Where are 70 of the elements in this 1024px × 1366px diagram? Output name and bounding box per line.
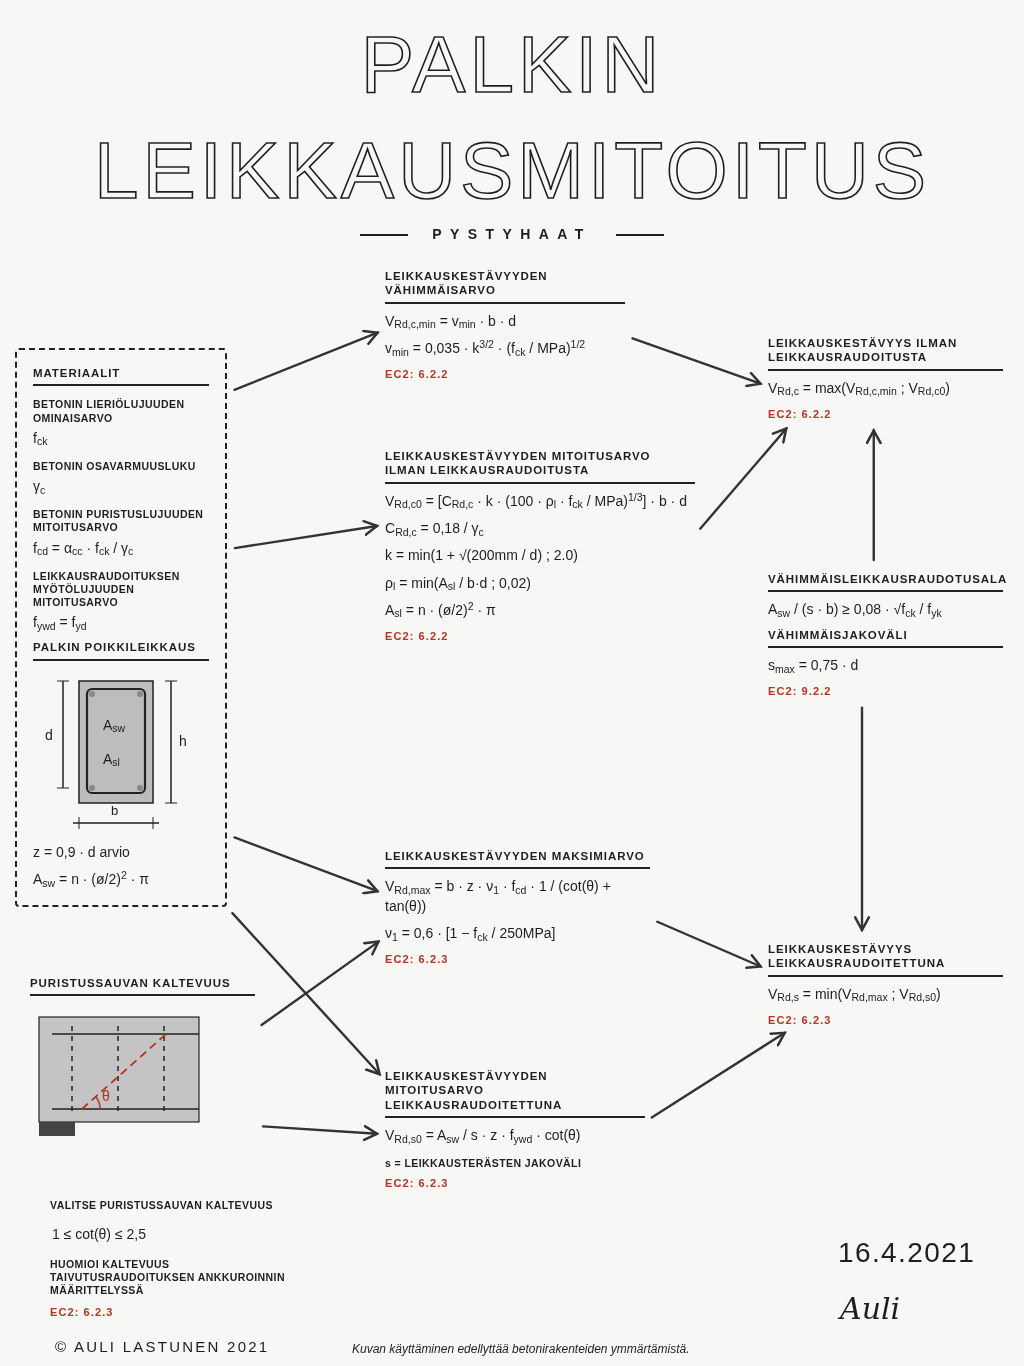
formula: ν$_{1}$ = 0,6 · [1 − f$_{ck}$ / 250MPa] <box>385 923 557 944</box>
formula: f$_{ck}$ <box>33 428 49 448</box>
section-heading: LEIKKAUSKESTÄVYYS LEIKKAUSRAUDOITETTUNA <box>768 942 1003 977</box>
formula: V$_{Rd,s0}$ = A$_{sw}$ / s · z · f$_{ywd}$ · cot(θ) <box>385 1126 582 1146</box>
formula: V$_{Rd,max}$ = b · z · ν$_{1}$ · f$_{cd}$ · 1 / (cot(θ) + tan(θ)) <box>385 877 612 916</box>
formula: A$_{sw}$ / (s · b) ≥ 0,08 · √f$_{ck}$ / f$_{yk}$ <box>768 600 943 620</box>
arrow <box>650 1031 786 1119</box>
formula: V$_{Rd,c0}$ = [C$_{Rd,c}$ · k · (100 · ρ$_{l}$ · f$_{ck}$ / MPa)$^{1/3}$] · b · d <box>385 491 688 511</box>
date-text: 16.4.2021 <box>838 1236 976 1270</box>
formula: 1 ≤ cot(θ) ≤ 2,5 <box>52 1225 146 1244</box>
formula: V$_{Rd,s}$ = min(V$_{Rd,max}$ ; V$_{Rd,s0}$) <box>768 984 942 1004</box>
dashed-panel <box>15 348 227 908</box>
section-heading: LEIKKAUSKESTÄVYYDEN VÄHIMMÄISARVO <box>385 269 625 304</box>
part-label: A$_{sw}$ <box>103 715 126 736</box>
arrow <box>260 940 380 1027</box>
arrow <box>656 920 762 970</box>
arrow <box>231 911 381 1076</box>
section-heading: PALKIN POIKKILEIKKAUS <box>33 640 209 661</box>
dimension-label: b <box>111 803 119 817</box>
formula: A$_{sw}$ = n · (ø/2)$^{2}$ · π <box>33 870 150 890</box>
reference-text: EC2: 6.2.3 <box>385 1175 450 1191</box>
arrow <box>865 429 882 562</box>
description-text: s = LEIKKAUSTERÄSTEN JAKOVÄLI <box>385 1157 583 1171</box>
arrow <box>261 1124 379 1142</box>
section-heading: VÄHIMMÄISJAKOVÄLI <box>768 627 1003 648</box>
formula: A$_{sl}$ = n · (ø/2)$^{2}$ · π <box>385 600 497 620</box>
formula: f$_{ywd}$ = f$_{yd}$ <box>33 613 88 633</box>
section-heading: PURISTUSSAUVAN KALTEVUUS <box>30 976 255 997</box>
description-text: VALITSE PURISTUSSAUVAN KALTEVUUS <box>50 1198 274 1213</box>
subtitle: PYSTYHAAT <box>432 225 592 244</box>
description-text: BETONIN LIERIÖLUJUUDEN OMINAISARVO <box>33 398 186 425</box>
formula: k = min(1 + √(200mm / d) ; 2.0) <box>385 546 579 566</box>
reference-text: EC2: 6.2.2 <box>768 407 833 422</box>
section-heading: MATERIAALIT <box>33 366 209 387</box>
reference-text: EC2: 6.2.2 <box>385 367 450 383</box>
description-text: HUOMIOI KALTEVUUS TAIVUTUSRAUDOITUKSEN ANKKUROINNIN MÄÄRITTELYSSÄ <box>50 1258 286 1298</box>
section-heading: LEIKKAUSKESTÄVYYDEN MITOITUSARVO ILMAN LEIKKAUSRAUDOITUSTA <box>385 449 695 484</box>
formula: z = 0,9 · d arvio <box>33 842 131 862</box>
formula: C$_{Rd,c}$ = 0,18 / γ$_{c}$ <box>385 519 485 539</box>
reference-text: EC2: 9.2.2 <box>768 684 833 700</box>
part-label: A$_{sl}$ <box>103 749 120 770</box>
arrow <box>631 337 762 388</box>
dimension-label: h <box>179 731 187 751</box>
arrow <box>699 427 788 530</box>
formula: V$_{Rd,c,min}$ = v$_{min}$ · b · d <box>385 311 518 331</box>
section-heading: LEIKKAUSKESTÄVYYDEN MAKSIMIARVO <box>385 849 650 870</box>
page-title: PALKIN LEIKKAUSMITOITUS <box>93 19 931 217</box>
formula: s$_{max}$ = 0,75 · d <box>768 656 860 676</box>
dimension-label: d <box>45 725 53 745</box>
reference-text: EC2: 6.2.2 <box>385 629 450 644</box>
arrow <box>233 329 379 391</box>
reference-text: EC2: 6.2.3 <box>768 1013 833 1028</box>
description-text: BETONIN OSAVARMUUSLUKU <box>33 459 197 473</box>
usage-note: Kuvan käyttäminen edellyttää betonirakenteiden ymmärtämistä. <box>352 1341 690 1358</box>
formula: V$_{Rd,c}$ = max(V$_{Rd,c,min}$ ; V$_{Rd,c0}$) <box>768 378 951 398</box>
description-text: BETONIN PURISTUSLUJUUDEN MITOITUSARVO <box>33 508 205 535</box>
formula: γ$_{c}$ <box>33 477 47 497</box>
formula: v$_{min}$ = 0,035 · k$^{3/2}$ · (f$_{ck}$ / MPa)$^{1/2}$ <box>385 339 587 359</box>
angle-label: θ <box>102 1087 110 1107</box>
section-heading: LEIKKAUSKESTÄVYYDEN MITOITUSARVO LEIKKAUSRAUDOITETTUNA <box>385 1069 645 1119</box>
reference-text: EC2: 6.2.3 <box>50 1305 114 1320</box>
formula: ρ$_{l}$ = min(A$_{sl}$ / b·d ; 0,02) <box>385 573 532 593</box>
copyright-text: © AULI LASTUNEN 2021 <box>55 1337 270 1357</box>
arrow <box>853 706 871 932</box>
arrow <box>233 836 379 895</box>
formula: f$_{cd}$ = α$_{cc}$ · f$_{ck}$ / γ$_{c}$ <box>33 538 135 558</box>
description-text: LEIKKAUSRAUDOITUKSEN MYÖTÖLUJUUDEN MITOITUSARVO <box>33 569 181 610</box>
section-heading: LEIKKAUSKESTÄVYYS ILMAN LEIKKAUSRAUDOITUSTA <box>768 336 1003 371</box>
reference-text: EC2: 6.2.3 <box>385 952 450 968</box>
arrow <box>233 519 379 550</box>
